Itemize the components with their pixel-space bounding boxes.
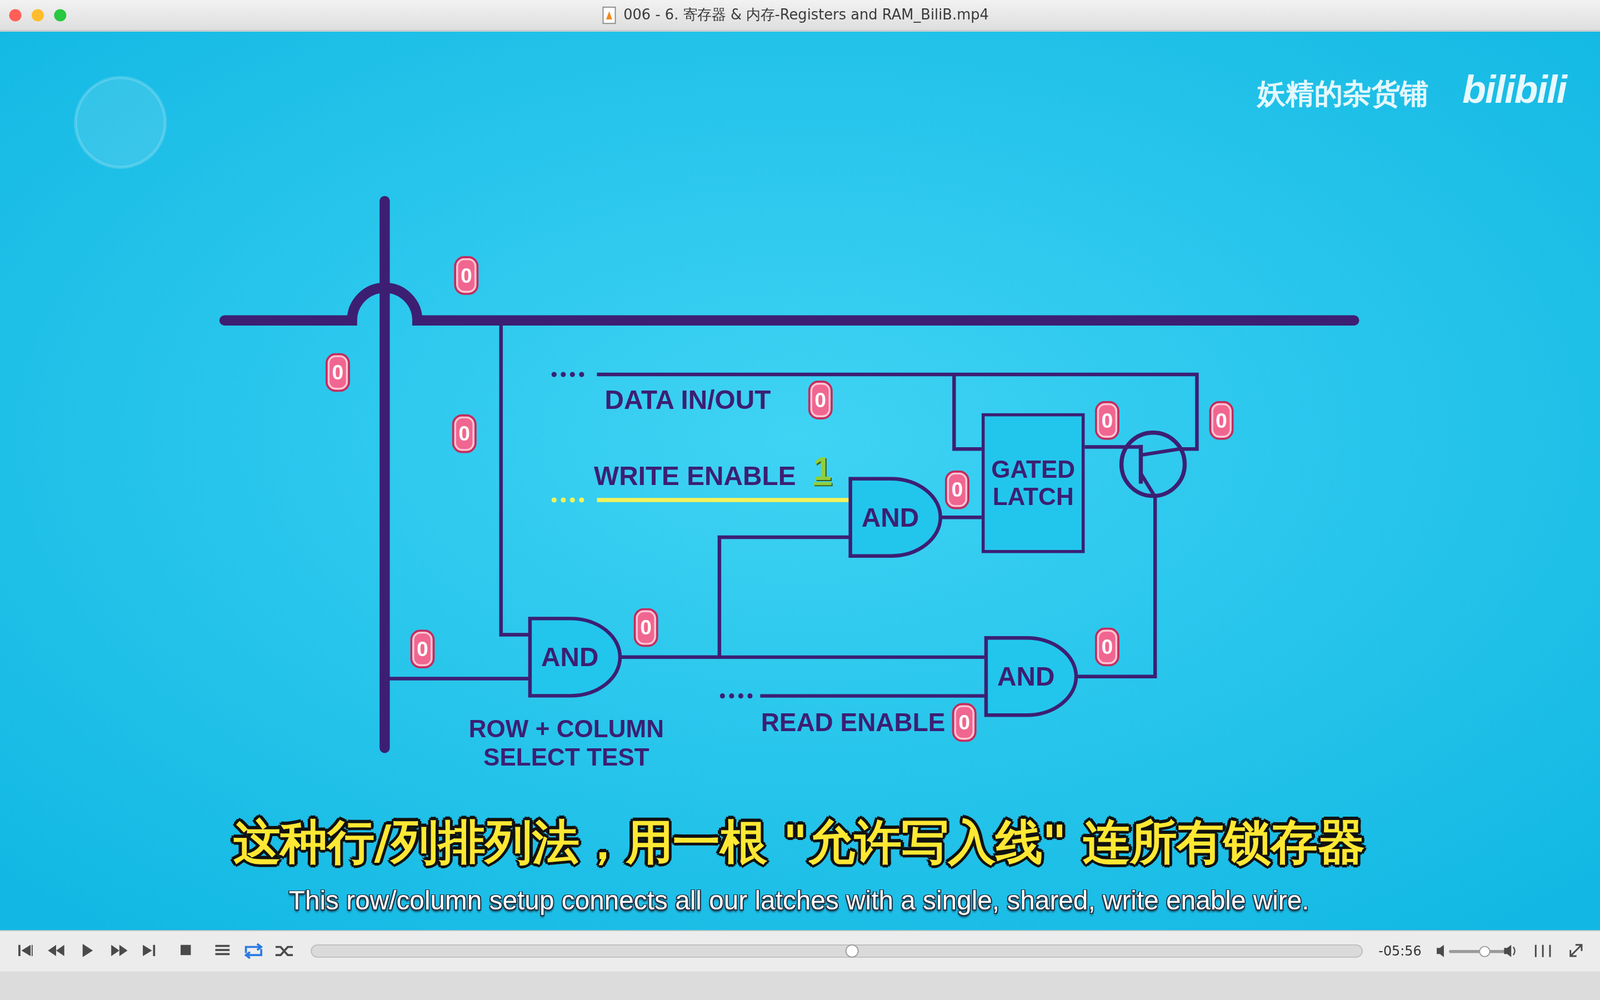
signal-value: 1: [813, 450, 832, 489]
watermark: 妖精的杂货铺: [1257, 74, 1429, 114]
and-gate: AND: [848, 477, 942, 558]
label-slot: READ ENABLE: [761, 707, 946, 738]
signal-connector: [941, 515, 982, 519]
label-slot: -05:56: [1378, 943, 1422, 959]
loop-button: [246, 943, 262, 959]
transport-buttons: [18, 943, 230, 958]
subtitle-english: This row/column setup connects all our l…: [288, 885, 1310, 917]
bit-value: 0: [452, 414, 477, 454]
transistor-symbol: [1121, 432, 1185, 498]
label-slot: 006 - 6. 寄存器 & 内存-Registers and RAM_Bili…: [623, 6, 989, 25]
and-gate: AND: [984, 636, 1078, 717]
signal-name: READ ENABLE: [761, 707, 946, 738]
label-slot: 0: [452, 414, 477, 454]
bit-value: 0: [1095, 627, 1120, 667]
signal-connector: [621, 537, 850, 658]
time-remaining: -05:56: [1378, 943, 1422, 959]
label-slot: ROW + COLUMN SELECT TEST: [448, 714, 684, 771]
extra-buttons: [1535, 945, 1582, 958]
zoom-button: [53, 9, 67, 22]
signal-wires: [388, 324, 1198, 697]
title-bar: [0, 0, 1600, 31]
watermark-logo: bilibili: [1462, 67, 1567, 112]
label-slot: 0: [453, 256, 479, 295]
label-slot: 这种行/列排列法，用一根 "允许写入线" 连所有锁存器: [233, 811, 1365, 875]
file-icon: [603, 7, 616, 24]
gate-label: AND: [541, 642, 599, 673]
latch-label: GATED LATCH: [989, 456, 1078, 510]
bit-value: 0: [952, 703, 977, 743]
and-gate: AND: [528, 617, 622, 697]
minimize-button: [31, 9, 44, 22]
label-slot: 0: [945, 470, 970, 510]
signal-name: WRITE ENABLE: [593, 460, 796, 493]
label-slot: 0: [1209, 401, 1234, 440]
progress-track: [311, 945, 1363, 958]
signal-name: DATA IN/OUT: [605, 384, 772, 417]
label-slot: 0: [325, 353, 350, 393]
label-slot: 0: [808, 380, 833, 420]
gate-label: AND: [861, 502, 919, 533]
label-slot: 0: [633, 608, 659, 648]
label-slot: WRITE ENABLE: [593, 460, 796, 493]
gate-label: AND: [997, 661, 1055, 692]
progress-knob: [846, 945, 859, 958]
signal-connector: [621, 655, 985, 659]
gated-latch-box: GATED LATCH: [981, 413, 1085, 554]
gate-caption: ROW + COLUMN SELECT TEST: [448, 714, 684, 771]
bit-value: 0: [410, 629, 435, 669]
label-slot: This row/column setup connects all our l…: [288, 885, 1310, 917]
volume-control: [1436, 945, 1515, 958]
bit-value: 0: [453, 256, 479, 295]
label-slot: 0: [410, 629, 435, 669]
faint-logo: [75, 77, 166, 168]
window-title: 006 - 6. 寄存器 & 内存-Registers and RAM_Bili…: [623, 6, 989, 25]
label-slot: 0: [1095, 627, 1120, 667]
close-button: [9, 9, 22, 22]
label-slot: DATA IN/OUT: [605, 384, 772, 417]
label-slot: 0: [1095, 401, 1120, 440]
video-frame: [0, 31, 1600, 931]
label-slot: 0: [952, 703, 977, 743]
label-slot: 妖精的杂货铺: [1257, 74, 1429, 114]
subtitle-chinese: 这种行/列排列法，用一根 "允许写入线" 连所有锁存器: [233, 811, 1365, 875]
controls-bar: [0, 930, 1600, 972]
label-slot: 1: [813, 450, 832, 489]
bit-value: 0: [1095, 401, 1120, 440]
bit-value: 0: [633, 608, 659, 648]
bit-value: 0: [945, 470, 970, 510]
bit-value: 0: [808, 380, 833, 420]
bit-value: 0: [325, 353, 350, 393]
bit-value: 0: [1209, 401, 1234, 440]
label-slot: bilibili: [1462, 67, 1567, 112]
shuffle-button: [275, 946, 293, 955]
write-enable-dots: [551, 497, 585, 503]
write-enable-wire: [596, 497, 849, 502]
bus-wires: [224, 201, 1354, 748]
